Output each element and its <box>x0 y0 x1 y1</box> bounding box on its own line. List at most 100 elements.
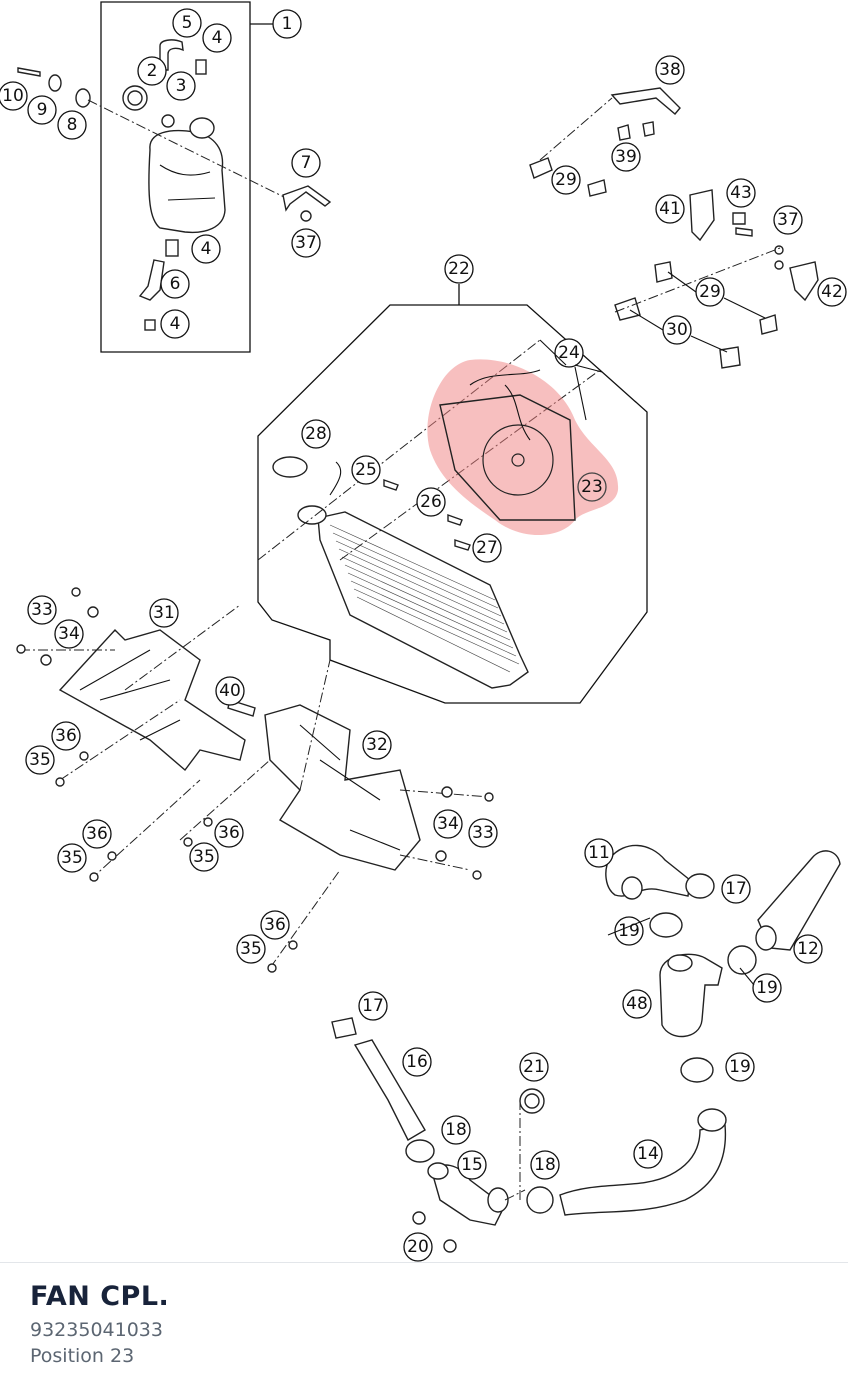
callout-36[interactable]: 36 <box>260 910 290 940</box>
callout-35[interactable]: 35 <box>189 842 219 872</box>
svg-text:1: 1 <box>282 14 293 34</box>
callout-33[interactable]: 33 <box>27 595 57 625</box>
callout-34[interactable]: 34 <box>433 809 463 839</box>
svg-text:8: 8 <box>67 115 78 135</box>
svg-text:28: 28 <box>305 424 327 444</box>
expansion-tank[interactable] <box>148 129 226 234</box>
callout-14[interactable]: 14 <box>633 1139 663 1169</box>
callout-21[interactable]: 21 <box>519 1052 549 1082</box>
callout-18[interactable]: 18 <box>441 1115 471 1145</box>
callout-12[interactable]: 12 <box>793 934 823 964</box>
callout-37[interactable]: 37 <box>291 228 321 258</box>
callout-32[interactable]: 32 <box>362 730 392 760</box>
callout-15[interactable]: 15 <box>457 1150 487 1180</box>
callout-19[interactable]: 19 <box>752 973 782 1003</box>
callout-38[interactable]: 38 <box>655 55 685 85</box>
svg-text:35: 35 <box>193 847 215 867</box>
callout-39[interactable]: 39 <box>611 142 641 172</box>
callout-37[interactable]: 37 <box>773 205 803 235</box>
svg-text:43: 43 <box>730 183 752 203</box>
callout-42[interactable]: 42 <box>817 277 847 307</box>
tank-vent-hose[interactable] <box>159 39 184 71</box>
callout-6[interactable]: 6 <box>160 269 190 299</box>
svg-text:34: 34 <box>437 814 459 834</box>
callout-17[interactable]: 17 <box>358 991 388 1021</box>
callout-28[interactable]: 28 <box>301 419 331 449</box>
callout-16[interactable]: 16 <box>402 1047 432 1077</box>
callout-4[interactable]: 4 <box>191 234 221 264</box>
side-bracket-42[interactable] <box>789 261 819 302</box>
callout-34[interactable]: 34 <box>54 619 84 649</box>
callout-29[interactable]: 29 <box>695 277 725 307</box>
svg-text:23: 23 <box>581 477 603 497</box>
callout-48[interactable]: 48 <box>622 989 652 1019</box>
svg-text:22: 22 <box>448 259 470 279</box>
callout-8[interactable]: 8 <box>57 110 87 140</box>
callout-5[interactable]: 5 <box>172 8 202 38</box>
tank-bracket[interactable] <box>282 185 332 212</box>
svg-text:35: 35 <box>61 848 83 868</box>
callout-1[interactable]: 1 <box>272 9 302 39</box>
svg-text:19: 19 <box>756 978 778 998</box>
callout-29[interactable]: 29 <box>551 165 581 195</box>
callout-10[interactable]: 10 <box>0 81 28 111</box>
callout-2[interactable]: 2 <box>137 56 167 86</box>
svg-text:39: 39 <box>615 147 637 167</box>
callout-11[interactable]: 11 <box>584 838 614 868</box>
svg-text:26: 26 <box>420 492 442 512</box>
callout-40[interactable]: 40 <box>215 676 245 706</box>
callout-7[interactable]: 7 <box>291 148 321 178</box>
radiator-cap[interactable] <box>272 456 308 478</box>
svg-text:16: 16 <box>406 1052 428 1072</box>
callout-23[interactable]: 23 <box>577 472 607 502</box>
svg-text:33: 33 <box>31 600 53 620</box>
hose-11[interactable] <box>605 844 691 897</box>
callout-25[interactable]: 25 <box>351 455 381 485</box>
svg-text:29: 29 <box>555 170 577 190</box>
callout-20[interactable]: 20 <box>403 1232 433 1262</box>
callout-31[interactable]: 31 <box>149 598 179 628</box>
callout-41[interactable]: 41 <box>655 194 685 224</box>
svg-text:27: 27 <box>476 538 498 558</box>
radiator-spoiler-right[interactable] <box>264 704 421 871</box>
tank-drain-hose[interactable] <box>138 259 165 301</box>
callout-36[interactable]: 36 <box>214 818 244 848</box>
hose-16[interactable] <box>353 1039 426 1141</box>
callout-36[interactable]: 36 <box>51 721 81 751</box>
svg-text:32: 32 <box>366 735 388 755</box>
callout-17[interactable]: 17 <box>721 874 751 904</box>
callout-3[interactable]: 3 <box>166 71 196 101</box>
callout-22[interactable]: 22 <box>444 254 474 284</box>
radiator-spoiler-left[interactable] <box>58 628 246 772</box>
callout-19[interactable]: 19 <box>725 1052 755 1082</box>
svg-text:6: 6 <box>170 274 181 294</box>
expansion-tank-group <box>17 1 332 353</box>
fan-bracket[interactable] <box>610 87 681 115</box>
callout-43[interactable]: 43 <box>726 178 756 208</box>
callout-35[interactable]: 35 <box>236 934 266 964</box>
callout-35[interactable]: 35 <box>25 745 55 775</box>
callout-18[interactable]: 18 <box>530 1150 560 1180</box>
hose-14[interactable] <box>559 1124 727 1216</box>
hose-group <box>331 844 841 1253</box>
svg-text:18: 18 <box>445 1120 467 1140</box>
fan-cpl-highlight[interactable] <box>427 359 619 535</box>
side-bracket-41[interactable] <box>689 189 715 242</box>
svg-text:37: 37 <box>777 210 799 230</box>
callout-33[interactable]: 33 <box>468 818 498 848</box>
part-position: Position 23 <box>30 1345 135 1367</box>
callout-27[interactable]: 27 <box>472 533 502 563</box>
callout-24[interactable]: 24 <box>554 338 584 368</box>
callout-4[interactable]: 4 <box>160 309 190 339</box>
svg-text:4: 4 <box>212 28 223 48</box>
callout-30[interactable]: 30 <box>662 315 692 345</box>
callout-9[interactable]: 9 <box>27 95 57 125</box>
svg-text:36: 36 <box>86 824 108 844</box>
callout-35[interactable]: 35 <box>57 843 87 873</box>
callout-36[interactable]: 36 <box>82 819 112 849</box>
callout-4[interactable]: 4 <box>202 23 232 53</box>
callout-26[interactable]: 26 <box>416 487 446 517</box>
hose-12[interactable] <box>757 850 841 951</box>
cap-seal[interactable] <box>161 114 175 128</box>
svg-text:2: 2 <box>147 61 158 81</box>
